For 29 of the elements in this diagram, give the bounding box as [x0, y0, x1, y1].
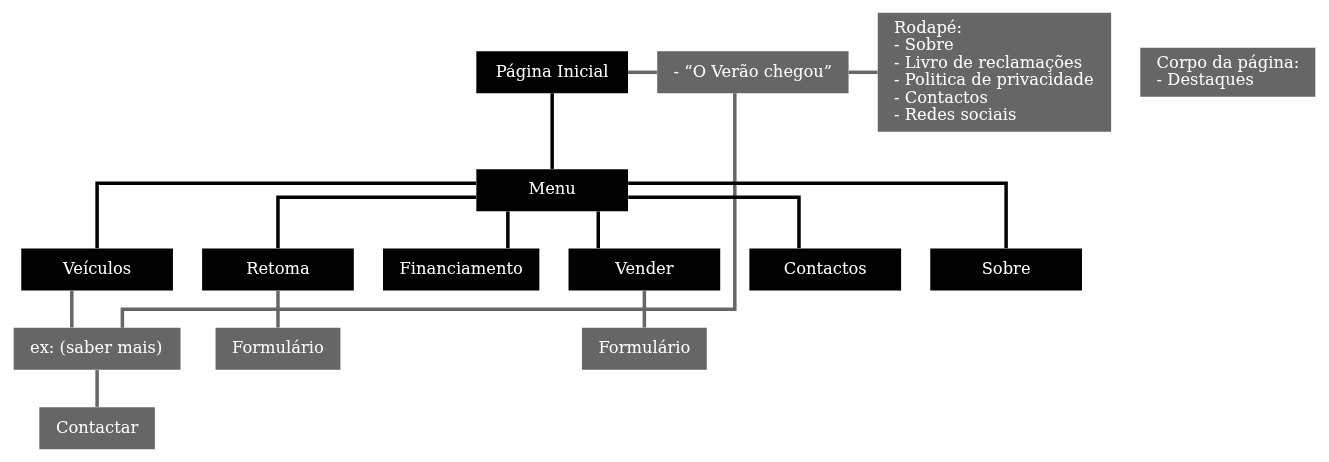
- connector: [120, 93, 737, 328]
- node-box: Contactar: [39, 407, 155, 450]
- node-box: Corpo da página: - Destaques: [1140, 47, 1316, 97]
- connector: [848, 70, 878, 75]
- node-box: Menu: [476, 169, 629, 212]
- connector: [276, 195, 477, 249]
- connector: [95, 181, 476, 249]
- connector: [276, 290, 280, 328]
- connector: [70, 290, 74, 328]
- connector: [596, 211, 601, 249]
- connector: [506, 211, 510, 249]
- connector: [628, 181, 1008, 249]
- node-box: Veículos: [21, 248, 173, 291]
- connector: [628, 70, 657, 75]
- connector: [642, 290, 647, 328]
- node-box: Sobre: [930, 248, 1082, 291]
- node-box: ex: (saber mais): [13, 327, 181, 370]
- node-box: Formulário: [215, 327, 341, 370]
- node-box: Financiamento: [383, 248, 540, 291]
- node-box: Contactos: [749, 248, 902, 291]
- node-box: Formulário: [581, 327, 707, 370]
- node-box: Vender: [568, 248, 721, 291]
- node-box: - “O Verão chegou”: [657, 51, 849, 94]
- connector: [628, 195, 801, 249]
- node-box: Rodapé: - Sobre - Livro de reclamações - Politica de privacidade - Contactos - Redes sociais: [877, 12, 1112, 132]
- connector: [95, 370, 99, 407]
- node-box: Retoma: [202, 248, 354, 291]
- connector: [550, 93, 554, 169]
- node-box: Página Inicial: [476, 51, 629, 94]
